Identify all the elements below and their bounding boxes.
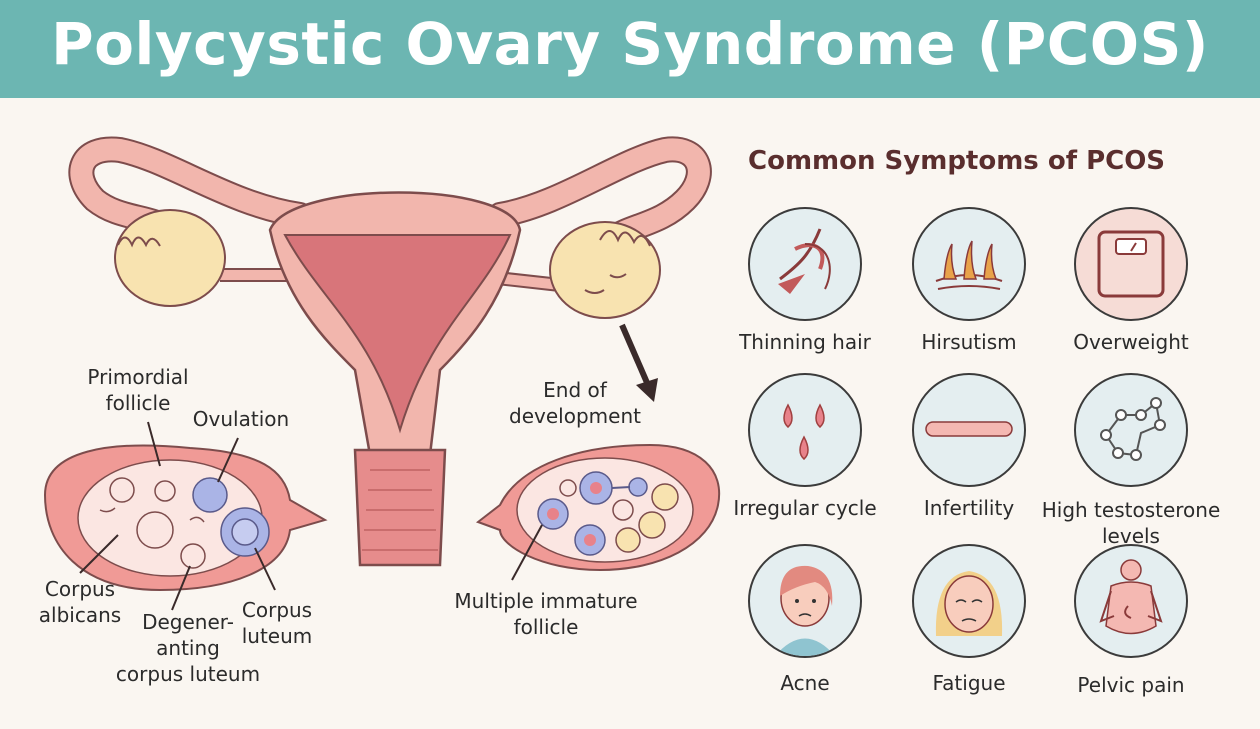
symptom-label: Infertility: [923, 496, 1015, 520]
symptom-label: Irregular cycle: [733, 496, 877, 520]
label-ovulation: Ovulation: [192, 407, 290, 431]
symptom-overweight: Overweight: [1036, 207, 1226, 355]
symptom-infertility: Infertility: [874, 373, 1064, 521]
symptom-label: Thinning hair: [739, 330, 871, 354]
label-primordial-follicle: Primordial follicle: [87, 365, 189, 415]
hair-follicle-icon: [912, 207, 1026, 321]
vaginal-canal: [353, 448, 447, 567]
symptoms-heading: Common Symptoms of PCOS: [748, 146, 1166, 176]
scale-icon: [1074, 207, 1188, 321]
face-acne-icon: [748, 544, 862, 658]
left-ovary: [114, 209, 226, 307]
symptom-acne: Acne: [710, 544, 900, 696]
drops-icon: [748, 373, 862, 487]
page-title: Polycystic Ovary Syndrome (PCOS): [51, 10, 1209, 78]
symptom-pelvic-pain: Pelvic pain: [1036, 544, 1226, 698]
label-corpus-albicans: Corpus albicans: [38, 577, 122, 627]
symptom-label: High testosterone levels: [1041, 498, 1221, 548]
symptom-hirsutism: Hirsutism: [874, 207, 1064, 355]
flat-bar-icon: [912, 373, 1026, 487]
label-degenerating-corpus-luteum: Degener- anting corpus luteum: [115, 610, 261, 686]
symptom-label: Fatigue: [932, 671, 1006, 695]
symptom-label: Pelvic pain: [1077, 673, 1185, 697]
label-end-of-development: End of development: [509, 378, 641, 428]
symptom-fatigue: Fatigue: [874, 544, 1064, 696]
right-ovary: [549, 221, 661, 319]
development-arrow: [619, 323, 651, 387]
symptom-label: Hirsutism: [921, 330, 1017, 354]
symptom-label: Overweight: [1073, 330, 1189, 354]
torso-pain-icon: [1074, 544, 1188, 658]
hair-strand-icon: [748, 207, 862, 321]
header-bar: [0, 0, 1260, 98]
face-tired-icon: [912, 544, 1026, 658]
symptom-label: Acne: [780, 671, 830, 695]
symptom-high-testosterone: High testosterone levels: [1036, 373, 1226, 549]
molecule-icon: [1074, 373, 1188, 487]
symptom-irregular-cycle: Irregular cycle: [710, 373, 900, 521]
symptom-thinning-hair: Thinning hair: [710, 207, 900, 355]
uterus-diagram: [43, 136, 721, 611]
label-multiple-immature-follicle: Multiple immature follicle: [454, 589, 638, 639]
label-corpus-luteum: Corpus luteum: [241, 598, 313, 648]
